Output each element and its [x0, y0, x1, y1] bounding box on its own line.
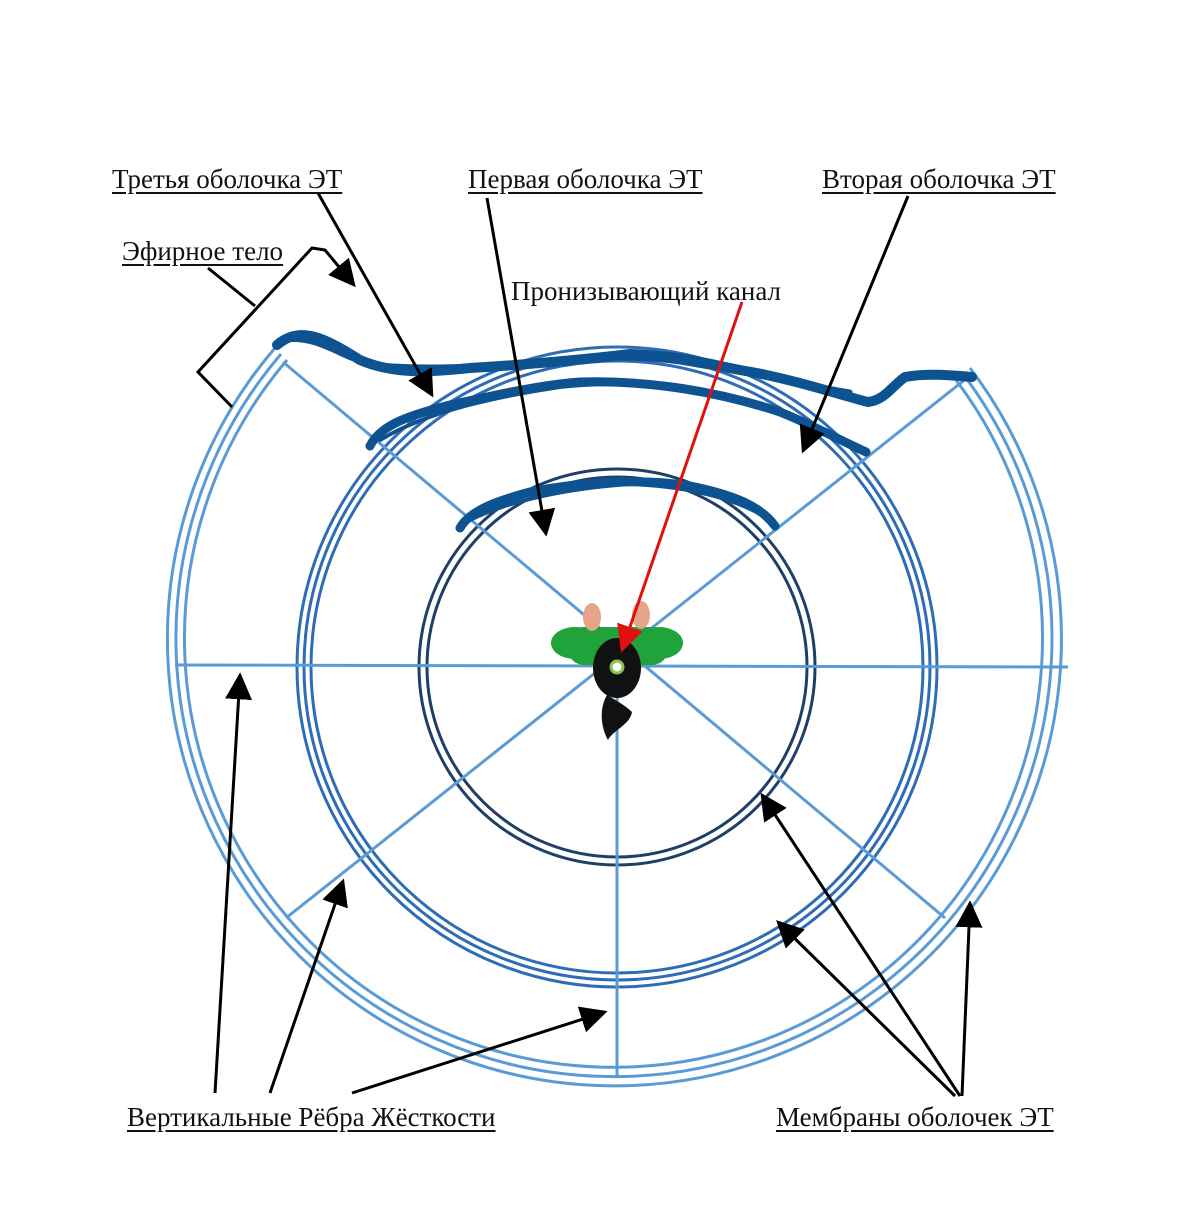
arrow-membrane-1	[760, 792, 962, 1097]
label-etheric-body: Эфирное тело	[122, 236, 284, 266]
piercing-channel-arrow	[617, 301, 744, 653]
first-shell-top	[455, 477, 780, 533]
arrow-membrane-3	[955, 900, 983, 1097]
etheric-body-leader	[207, 266, 256, 308]
shell-top-edges	[272, 330, 977, 533]
person-top-view-icon	[551, 601, 683, 740]
label-shell-membranes: Мембраны оболочек ЭТ	[776, 1102, 1054, 1132]
arrow-rib-3	[351, 1006, 608, 1095]
label-third-shell: Третья оболочка ЭТ	[112, 164, 343, 194]
label-first-shell: Первая оболочка ЭТ	[468, 164, 703, 194]
arrow-first-shell	[485, 197, 556, 537]
outer-ring	[165, 347, 1063, 1088]
first-shell-top-trace	[468, 482, 772, 522]
pointer-arrows	[195, 192, 983, 1098]
third-shell-top-trace	[282, 337, 853, 395]
arrow-third-shell	[316, 192, 434, 398]
arrow-membrane-2	[776, 920, 957, 1098]
third-shell-top	[272, 330, 977, 407]
arrow-second-shell	[799, 195, 910, 454]
label-vertical-ribs: Вертикальные Рёбра Жёсткости	[127, 1102, 496, 1132]
second-shell-top-trace	[378, 382, 752, 442]
second-shell-top	[365, 377, 871, 457]
label-second-shell: Вторая оболочка ЭТ	[822, 164, 1056, 194]
arrow-rib-2	[268, 878, 348, 1094]
label-piercing-channel: Пронизывающий канал	[511, 276, 782, 306]
etheric-body-bracket	[195, 246, 356, 409]
arrow-rib-1	[213, 672, 253, 1094]
